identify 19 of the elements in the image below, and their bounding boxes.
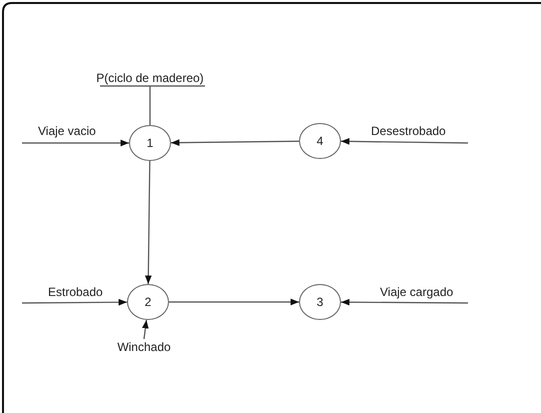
arrow bbox=[22, 298, 127, 306]
process-circle: 3 bbox=[299, 284, 341, 320]
edge-label: Viaje vacio bbox=[38, 124, 96, 138]
arrow bbox=[341, 298, 468, 306]
process-circle: 4 bbox=[299, 123, 341, 159]
arrow bbox=[142, 320, 149, 340]
connector-line bbox=[99, 85, 206, 126]
arrow bbox=[340, 138, 468, 145]
arrow bbox=[171, 139, 299, 146]
edge-label: Desestrobado bbox=[371, 124, 446, 138]
edge-label: Estrobado bbox=[48, 285, 103, 299]
edge-label: Viaje cargado bbox=[380, 285, 454, 299]
node-label: P(ciclo de madereo) bbox=[90, 70, 210, 86]
node-label: Winchado bbox=[113, 339, 175, 355]
process-circle: 2 bbox=[127, 284, 169, 320]
arrow bbox=[144, 161, 152, 284]
arrow bbox=[22, 140, 129, 146]
arrow bbox=[169, 298, 299, 306]
process-circle: 1 bbox=[129, 125, 171, 161]
